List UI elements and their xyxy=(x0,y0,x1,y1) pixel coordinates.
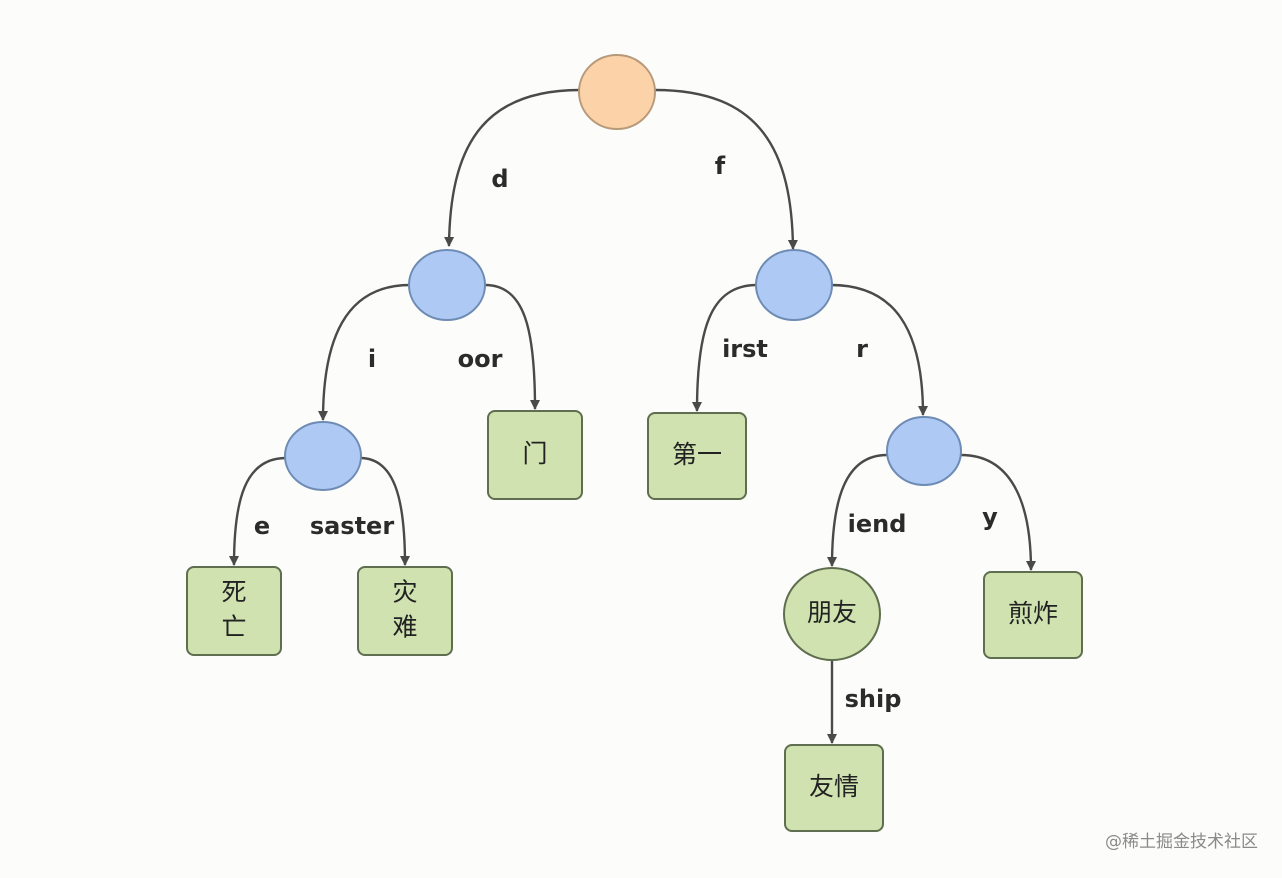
node-f xyxy=(755,249,833,321)
node-text-death: 死亡 xyxy=(221,578,246,642)
edge-root-f xyxy=(654,88,798,250)
edge-d-door xyxy=(484,283,540,410)
edge-label-f-fr: r xyxy=(856,335,868,363)
node-disaster: 灾难 xyxy=(357,566,453,656)
edge-label-root-d: d xyxy=(491,165,508,193)
edge-f-fr xyxy=(830,283,928,416)
edge-label-root-f: f xyxy=(715,152,726,180)
edge-label-di-disaster: saster xyxy=(310,512,395,540)
watermark: @稀土掘金技术社区 xyxy=(1105,832,1258,852)
node-d xyxy=(408,249,486,321)
node-friend: 朋友 xyxy=(783,567,881,661)
node-first: 第一 xyxy=(647,412,747,500)
edge-label-d-door: oor xyxy=(458,345,503,373)
node-shape-d xyxy=(408,249,486,321)
node-fry: 煎炸 xyxy=(983,571,1083,659)
edge-root-d xyxy=(444,88,581,247)
node-text-friendship: 友情 xyxy=(809,772,859,801)
node-text-disaster: 灾难 xyxy=(392,578,417,642)
edge-label-fr-friend: iend xyxy=(848,510,907,538)
node-friendship: 友情 xyxy=(784,744,884,832)
edge-di-death xyxy=(229,456,287,566)
node-shape-fry xyxy=(983,571,1083,659)
edge-label-di-death: e xyxy=(254,512,270,540)
edge-label-d-di: i xyxy=(368,345,376,373)
node-text-friend: 朋友 xyxy=(807,598,857,627)
edge-fr-fry xyxy=(960,453,1036,571)
edge-label-fr-fry: y xyxy=(982,503,998,531)
edges-layer: d f i oor e saster irst r iend y ship xyxy=(229,88,1036,744)
node-fr xyxy=(886,416,962,486)
node-text-fry: 煎炸 xyxy=(1008,599,1058,628)
node-shape-root xyxy=(578,54,656,130)
node-death: 死亡 xyxy=(186,566,282,656)
edge-f-first xyxy=(692,283,758,412)
node-shape-first xyxy=(647,412,747,500)
node-text-door: 门 xyxy=(522,439,547,468)
node-shape-f xyxy=(755,249,833,321)
node-di xyxy=(284,421,362,491)
edge-d-di xyxy=(318,283,411,421)
node-shape-friend xyxy=(783,567,881,661)
node-shape-friendship xyxy=(784,744,884,832)
node-shape-fr xyxy=(886,416,962,486)
node-shape-death xyxy=(186,566,282,656)
node-text-first: 第一 xyxy=(672,440,722,469)
edge-label-friend-friendship: ship xyxy=(845,685,902,713)
node-shape-door xyxy=(487,410,583,500)
edge-fr-friend xyxy=(827,453,888,567)
node-door: 门 xyxy=(487,410,583,500)
node-shape-di xyxy=(284,421,362,491)
node-root xyxy=(578,54,656,130)
edge-label-f-first: irst xyxy=(722,335,768,363)
edge-di-disaster xyxy=(359,456,410,566)
node-shape-disaster xyxy=(357,566,453,656)
